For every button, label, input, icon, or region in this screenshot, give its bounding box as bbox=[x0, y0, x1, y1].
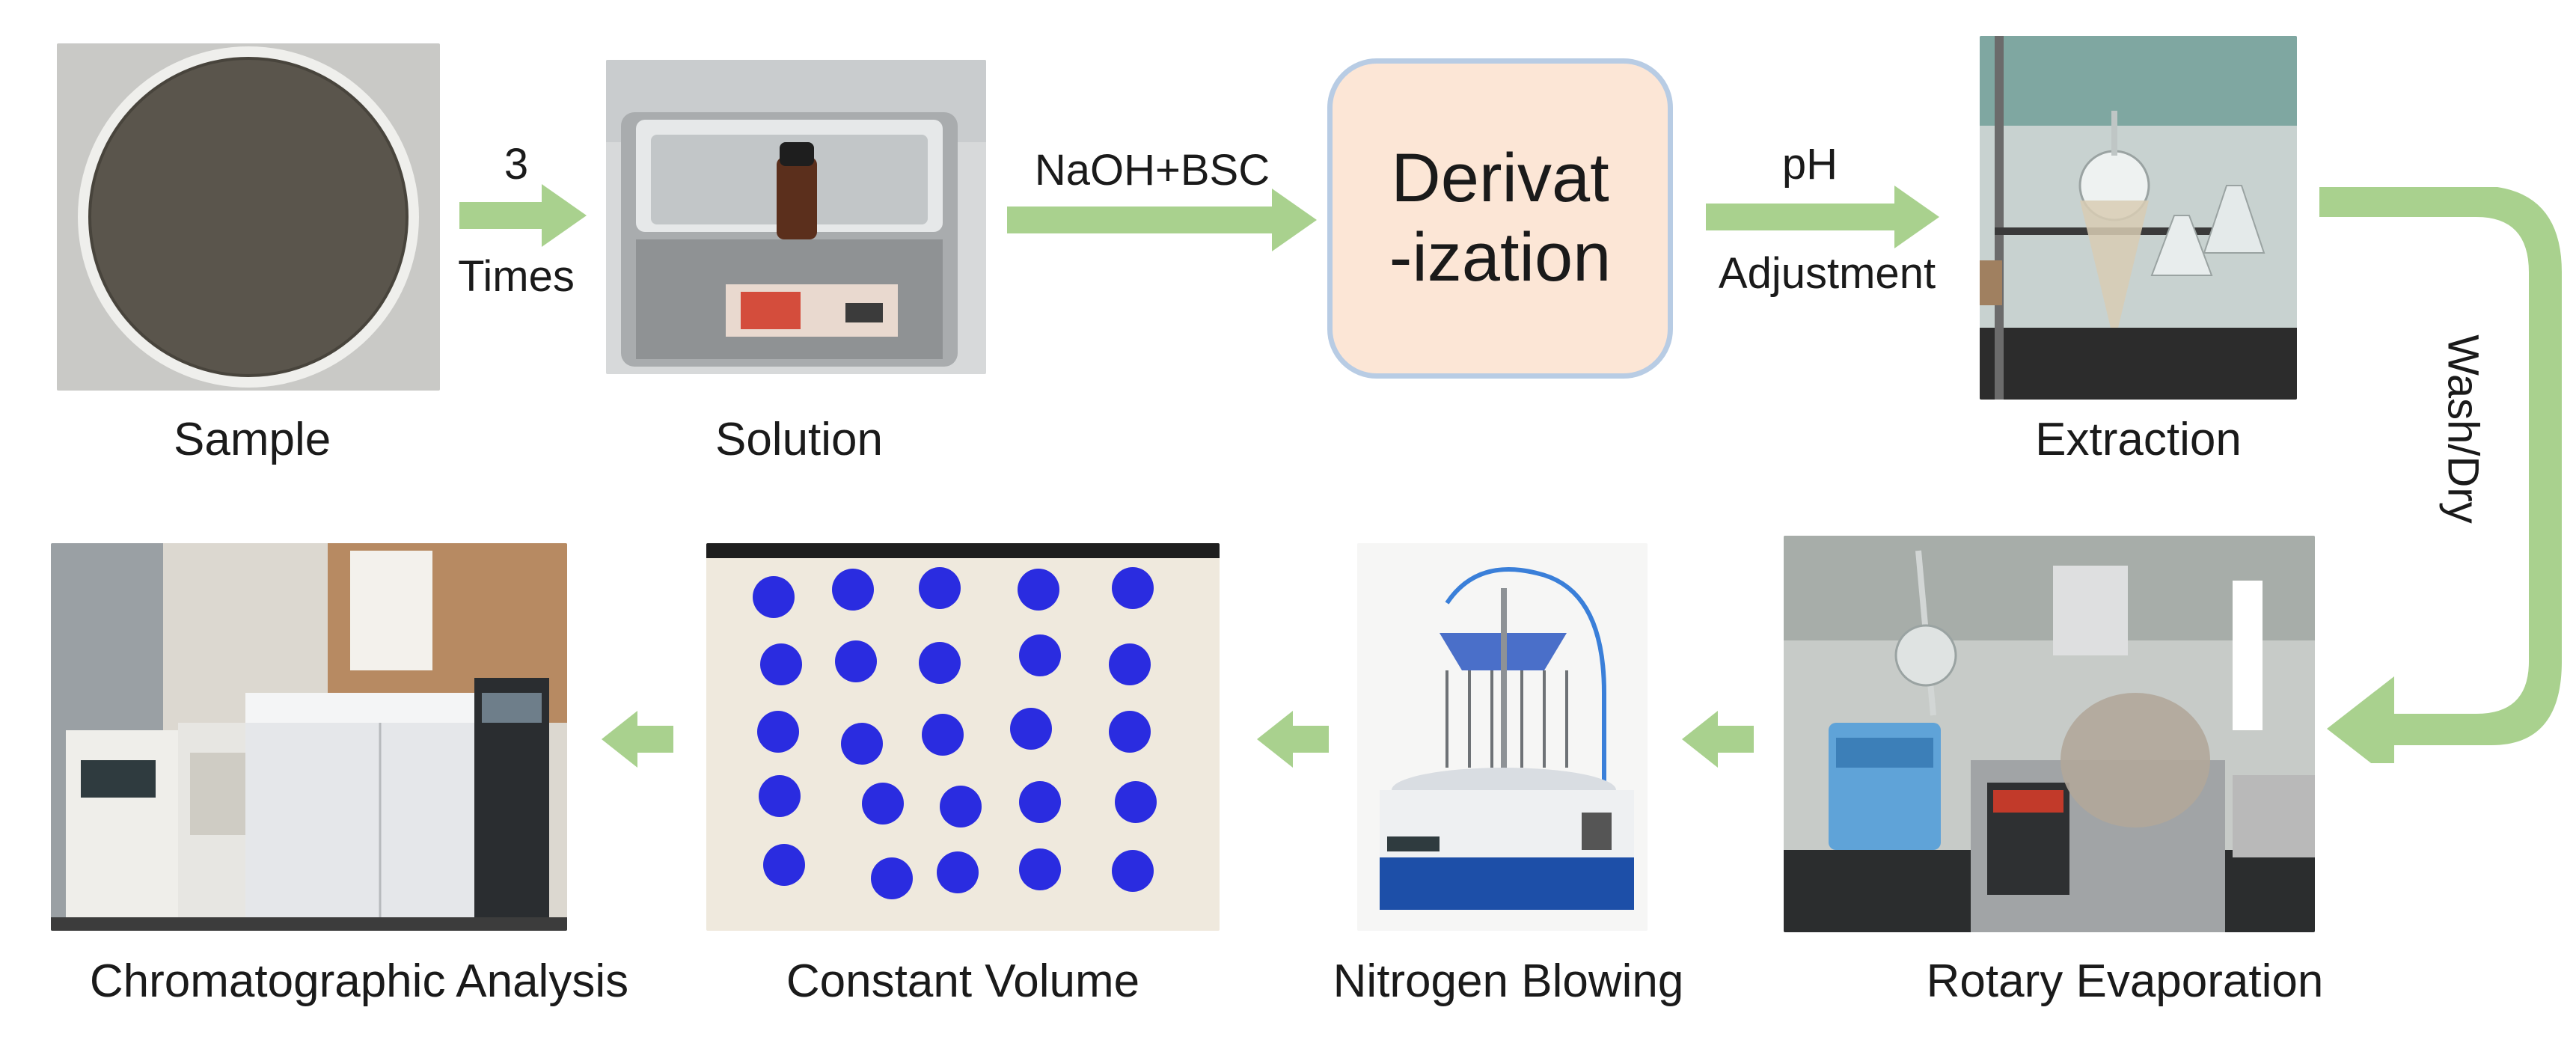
arrow-label-adjustment: Adjustment bbox=[1718, 249, 1936, 298]
arrow-label-ph: pH bbox=[1781, 140, 1838, 189]
solution-photo bbox=[606, 60, 986, 374]
nitrogen-blowing-photo bbox=[1357, 543, 1648, 931]
arrow-constant-volume-to-chromatographic bbox=[602, 711, 673, 768]
label-chromatographic-analysis: Chromatographic Analysis bbox=[89, 955, 629, 1007]
rotary-evaporation-photo bbox=[1784, 536, 2315, 932]
arrow-solution-to-derivatization bbox=[1007, 189, 1317, 251]
label-constant-volume: Constant Volume bbox=[786, 955, 1140, 1007]
label-solution: Solution bbox=[715, 414, 884, 465]
arrow-rotary-to-nitrogen bbox=[1682, 711, 1754, 768]
derivatization-label-line1: Derivat bbox=[1391, 140, 1609, 217]
arrow-extraction-to-rotary-evaporation bbox=[2319, 187, 2562, 763]
label-nitrogen-blowing: Nitrogen Blowing bbox=[1333, 955, 1684, 1007]
derivatization-label-line2: -ization bbox=[1389, 219, 1612, 296]
extraction-photo bbox=[1980, 36, 2297, 400]
label-sample: Sample bbox=[174, 414, 331, 465]
sample-photo bbox=[57, 43, 440, 391]
arrow-label-times-word: Times bbox=[458, 252, 575, 301]
label-rotary-evaporation: Rotary Evaporation bbox=[1926, 955, 2324, 1007]
label-extraction: Extraction bbox=[2035, 414, 2242, 465]
derivatization-box: Derivat -ization bbox=[1327, 58, 1673, 379]
arrow-label-times-count: 3 bbox=[504, 140, 529, 189]
arrow-sample-to-solution bbox=[459, 184, 587, 247]
chromatographic-analysis-photo bbox=[51, 543, 567, 931]
arrow-nitrogen-to-constant-volume bbox=[1257, 711, 1329, 768]
constant-volume-photo bbox=[706, 543, 1220, 931]
arrow-label-wash-dry: Wash/Dry bbox=[2438, 334, 2488, 524]
arrow-label-reagents: NaOH+BSC bbox=[1034, 146, 1270, 195]
arrow-derivatization-to-extraction bbox=[1706, 186, 1939, 248]
